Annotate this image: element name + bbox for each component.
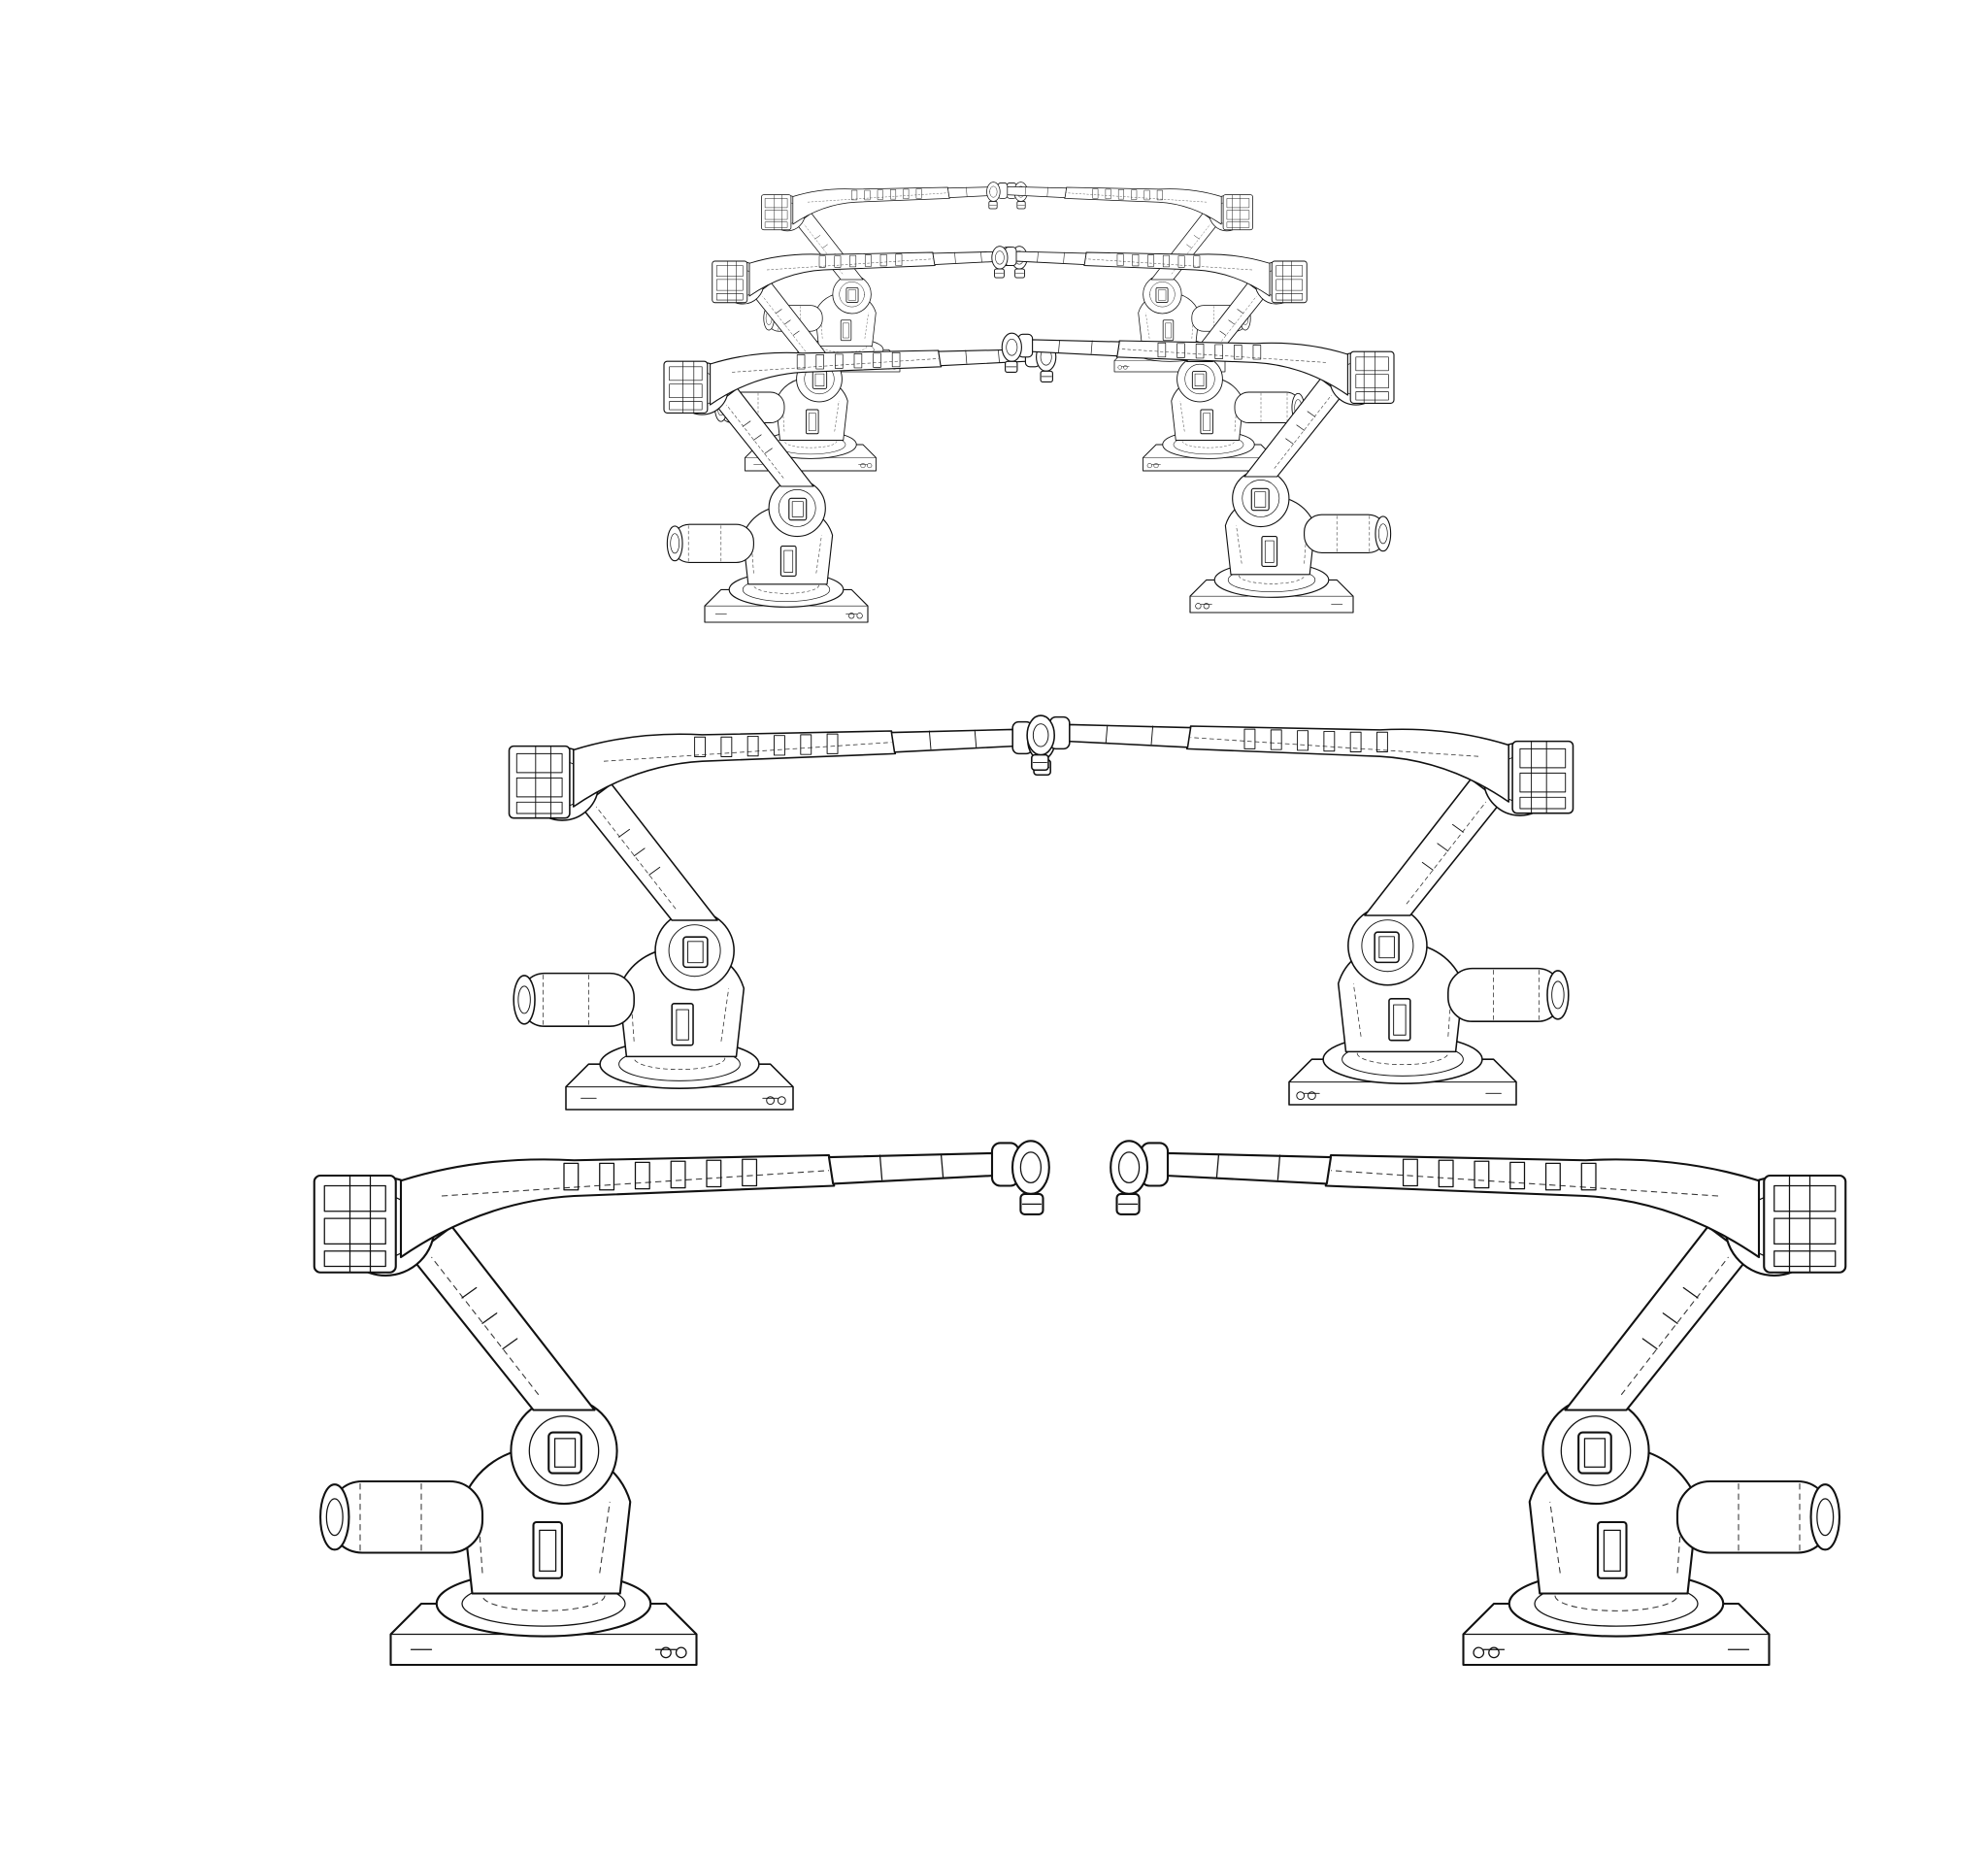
robot-arm-right-4 bbox=[1026, 714, 1574, 1106]
robot-arm-left-5 bbox=[313, 1140, 1050, 1667]
robot-arm-left-3 bbox=[663, 342, 1057, 623]
robot-arm-right-5 bbox=[1110, 1140, 1847, 1667]
robot-arm-left-4 bbox=[508, 719, 1056, 1111]
